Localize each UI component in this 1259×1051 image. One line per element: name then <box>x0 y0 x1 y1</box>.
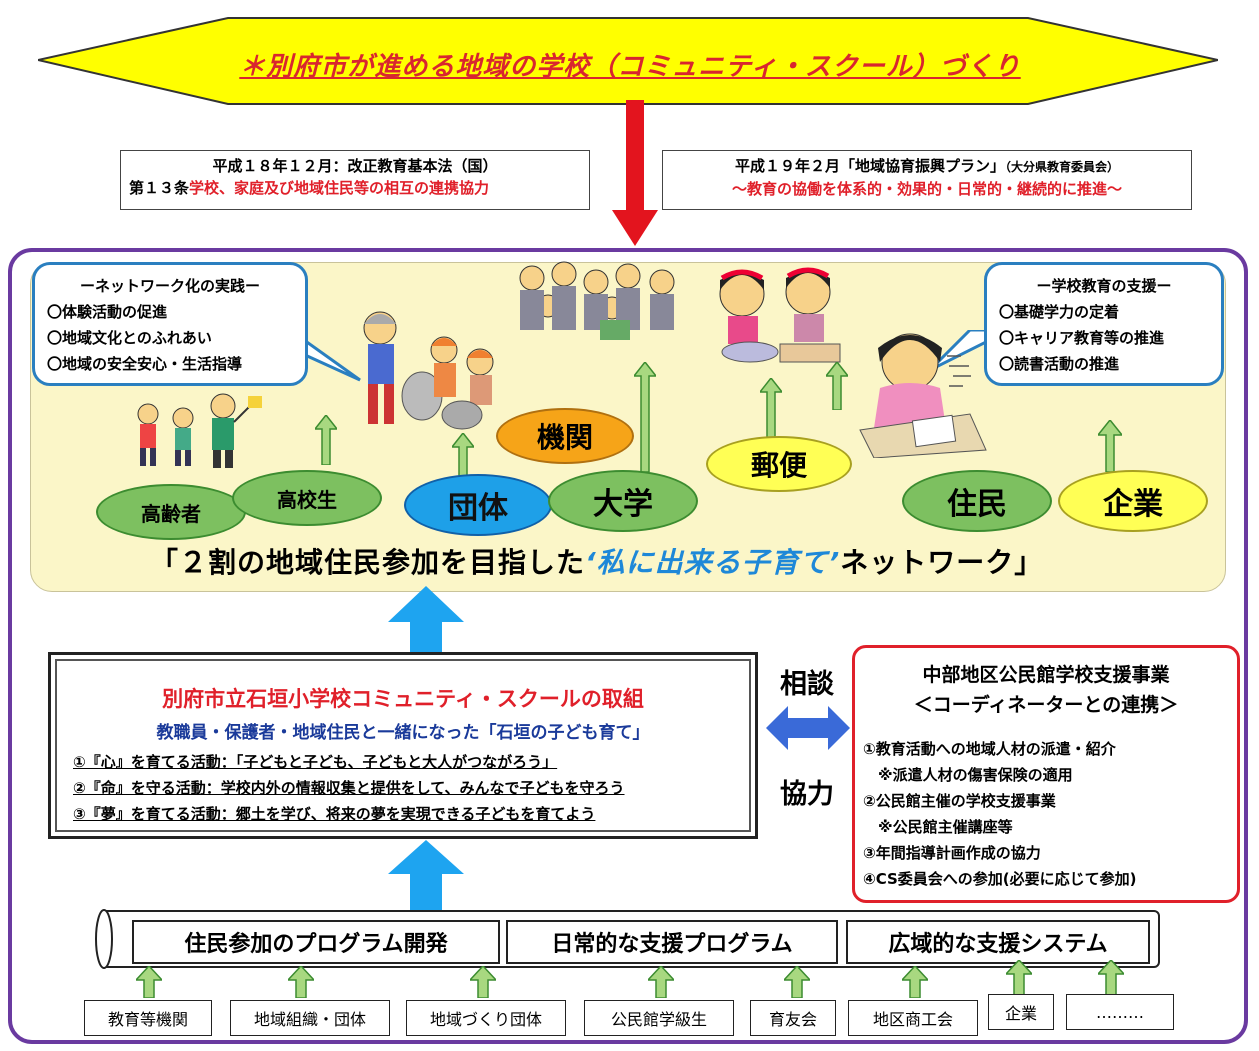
children-walking-illustration <box>137 393 262 468</box>
law-left-article-text: 学校、家庭及び地域住民等の相互の連携協力 <box>189 179 490 197</box>
program-box: 日常的な支援プログラム <box>506 920 838 964</box>
studying-girl-illustration <box>859 333 987 458</box>
bubble-right-item: 〇読書活動の推進 <box>999 355 1120 373</box>
support-item: ①教育活動への地域人材の派遣・紹介 <box>863 740 1116 758</box>
org-box: 教育等機関 <box>84 1000 212 1036</box>
law-right-plan: 平成１９年２月「地域協育振興プラン」 <box>734 157 1005 175</box>
green-up-arrow <box>1098 960 1124 996</box>
org-box: ……… <box>1066 994 1174 1030</box>
bubble-right-item: 〇基礎学力の定着 <box>999 303 1120 321</box>
green-up-arrow <box>784 966 810 998</box>
support-item: ②公民館主催の学校支援事業 <box>863 792 1056 810</box>
law-right-line1: 平成１９年２月「地域協育振興プラン」（大分県教育委員会） <box>671 155 1183 178</box>
org-box: 地域組織・団体 <box>230 1000 390 1036</box>
green-up-arrow <box>902 966 928 998</box>
bubble-right-item: 〇キャリア教育等の推進 <box>999 329 1165 347</box>
school-box: 別府市立石垣小学校コミュニティ・スクールの取組 教職員・保護者・地域住民と一緒に… <box>48 652 758 839</box>
blue-up-arrow <box>388 840 464 912</box>
law-box-left: 平成１８年１２月：改正教育基本法（国） 第１３条学校、家庭及び地域住民等の相互の… <box>120 150 590 210</box>
support-title: 中部地区公民館学校支援事業 <box>922 664 1170 686</box>
green-up-arrow <box>1098 420 1122 472</box>
support-subtitle: ＜コーディネーターとの連携＞ <box>913 694 1179 716</box>
law-right-org: （大分県教育委員会） <box>1005 160 1120 174</box>
node-resident: 住民 <box>902 470 1052 532</box>
outer-frame <box>8 248 1248 1044</box>
scribble-icon <box>947 355 971 387</box>
cleanup-activity-illustration <box>363 311 494 430</box>
decorative-formula-text <box>945 350 981 400</box>
bubble-left-title: ーネットワーク化の実践ー <box>79 277 260 295</box>
node-university: 大学 <box>548 470 698 532</box>
double-arrow <box>766 706 850 750</box>
blue-up-arrow <box>388 586 464 656</box>
support-item: ※派遣人材の傷害保険の適用 <box>863 766 1073 784</box>
bubble-left-item: 〇地域文化とのふれあい <box>47 329 212 347</box>
network-title-pre: 「２割の地域住民参加を目指した <box>150 546 586 579</box>
bubble-right-title: ー学校教育の支援ー <box>1036 277 1172 295</box>
node-post: 郵便 <box>706 436 852 492</box>
school-subtitle: 教職員・保護者・地域住民と一緒になった「石垣の子ども育て」 <box>156 723 650 743</box>
school-item: ①『心』を育てる活動：「子どもと子ども、子どもと大人がつながろう」 <box>73 753 558 771</box>
org-box: 育友会 <box>750 1000 836 1036</box>
node-company: 企業 <box>1058 470 1208 532</box>
green-up-arrow <box>1006 960 1032 996</box>
law-left-line1: 平成１８年１２月：改正教育基本法（国） <box>212 157 498 175</box>
program-box: 広域的な支援システム <box>846 920 1150 964</box>
green-up-arrow <box>136 966 162 998</box>
green-up-arrow <box>826 362 848 410</box>
org-box: 地区商工会 <box>848 1000 978 1036</box>
org-box: 企業 <box>988 994 1054 1030</box>
banner-shape <box>38 17 1218 105</box>
green-up-arrow <box>470 966 496 998</box>
network-title-highlight: ‘私に出来る子育て’ <box>585 546 841 579</box>
green-up-arrow <box>648 966 674 998</box>
support-item: ※公民館主催講座等 <box>863 818 1013 836</box>
node-highschool: 高校生 <box>232 470 382 526</box>
banner-title: ＊別府市が進める地域の学校（コミュニティ・スクール）づくり <box>239 52 1021 82</box>
network-title-post: ネットワーク」 <box>840 546 1044 579</box>
school-item: ③『夢』を育てる活動：郷土を学び、将来の夢を実現できる子どもを育てよう <box>73 805 596 823</box>
bubble-left-item: 〇体験活動の促進 <box>47 303 168 321</box>
bubble-left-item: 〇地域の安全安心・生活指導 <box>47 355 243 373</box>
consult-label: 相談 <box>780 669 834 700</box>
node-elderly: 高齢者 <box>96 484 246 540</box>
law-left-line2: 第１３条学校、家庭及び地域住民等の相互の連携協力 <box>129 177 581 199</box>
program-box: 住民参加のプログラム開発 <box>132 920 500 964</box>
elderly-group-illustration <box>519 261 675 340</box>
bubble-right: ー学校教育の支援ー 〇基礎学力の定着 〇キャリア教育等の推進 〇読書活動の推進 <box>984 262 1224 386</box>
scroll-curl-left <box>95 909 113 969</box>
green-up-arrow <box>315 415 337 465</box>
green-up-arrow <box>288 966 314 998</box>
cooperate-label: 協力 <box>780 779 834 810</box>
cooking-girls-illustration <box>719 267 841 363</box>
org-box: 公民館学級生 <box>584 1000 734 1036</box>
network-title: 「２割の地域住民参加を目指した‘私に出来る子育て’ネットワーク」 <box>150 541 1150 581</box>
green-up-arrow <box>634 362 656 472</box>
bubble-left: ーネットワーク化の実践ー 〇体験活動の促進 〇地域文化とのふれあい 〇地域の安全… <box>32 262 308 386</box>
support-item: ④CS委員会への参加(必要に応じて参加) <box>863 870 1137 888</box>
law-box-right: 平成１９年２月「地域協育振興プラン」（大分県教育委員会） ～教育の協働を体系的・… <box>662 150 1192 210</box>
red-down-arrow <box>612 100 658 246</box>
law-left-article: 第１３条 <box>129 179 190 197</box>
law-right-line2: ～教育の協働を体系的・効果的・日常的・継続的に推進～ <box>731 180 1122 198</box>
school-title: 別府市立石垣小学校コミュニティ・スクールの取組 <box>162 687 644 711</box>
support-item: ③年間指導計画作成の協力 <box>863 844 1041 862</box>
node-group: 団体 <box>404 474 552 536</box>
green-up-arrow <box>760 378 782 440</box>
support-box: 中部地区公民館学校支援事業 ＜コーディネーターとの連携＞ ①教育活動への地域人材… <box>852 645 1240 903</box>
school-item: ②『命』を守る活動：学校内外の情報収集と提供をして、みんなで子どもを守ろう <box>73 779 625 797</box>
org-box: 地域づくり団体 <box>406 1000 566 1036</box>
green-up-arrow <box>452 433 474 483</box>
node-institution: 機関 <box>496 408 634 464</box>
